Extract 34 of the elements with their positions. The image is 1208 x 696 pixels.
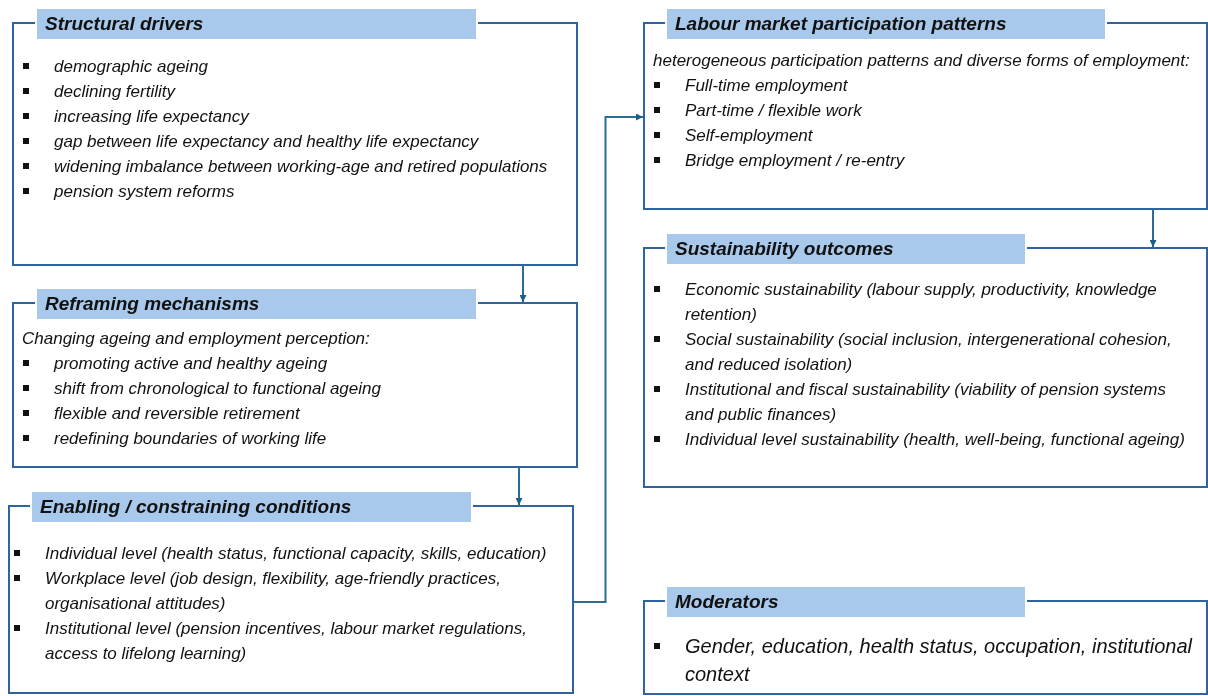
list-item: shift from chronological to functional ageing: [54, 378, 382, 400]
list-item: Part-time / flexible work: [685, 100, 863, 122]
panel-heading: Sustainability outcomes: [665, 232, 1027, 266]
list-item: Bridge employment / re-entry: [685, 150, 906, 172]
list-item: increasing life expectancy: [54, 106, 251, 128]
list-item: gap between life expectancy and healthy life expectancy: [54, 131, 480, 153]
list-item: flexible and reversible retirement: [54, 403, 302, 425]
panel-heading: Structural drivers: [35, 7, 478, 41]
panel-heading: Labour market participation patterns: [665, 7, 1107, 41]
panel-heading: Moderators: [665, 585, 1027, 619]
list-item: widening imbalance between working-age and retired populations: [54, 156, 549, 178]
list-item: Individual level sustainability (health, well-being, functional ageing): [685, 429, 1186, 451]
intro-text: heterogeneous participation patterns and diverse forms of employment:: [652, 50, 1191, 72]
list-item: Institutional level (pension incentives, labour market regulations, access to lifelong learning): [45, 618, 528, 665]
arrow: [515, 467, 523, 506]
list-item: Social sustainability (social inclusion, intergenerational cohesion, and reduced isolation): [685, 329, 1173, 376]
list-item: promoting active and healthy ageing: [54, 353, 329, 375]
panel-heading: Enabling / constraining conditions: [30, 490, 473, 524]
list-item: Economic sustainability (labour supply, productivity, knowledge retention): [685, 279, 1158, 326]
list-item: pension system reforms: [54, 181, 236, 203]
arrow: [519, 265, 527, 303]
list-item: Individual level (health status, functional capacity, skills, education): [45, 543, 548, 565]
list-item: demographic ageing: [54, 56, 210, 78]
intro-text: Changing ageing and employment perception:: [21, 328, 371, 350]
panel-heading: Reframing mechanisms: [35, 287, 478, 321]
list-item: Self-employment: [685, 125, 814, 147]
list-item: Workplace level (job design, flexibility, age-friendly practices, organisational attitudes): [45, 568, 503, 615]
list-item: Gender, education, health status, occupation, institutional context: [685, 634, 1194, 687]
arrow: [1149, 209, 1157, 248]
list-item: redefining boundaries of working life: [54, 428, 328, 450]
list-item: declining fertility: [54, 81, 177, 103]
arrow: [573, 113, 644, 603]
list-item: Institutional and fiscal sustainability (viability of pension systems and public finances): [685, 379, 1167, 426]
list-item: Full-time employment: [685, 75, 849, 97]
